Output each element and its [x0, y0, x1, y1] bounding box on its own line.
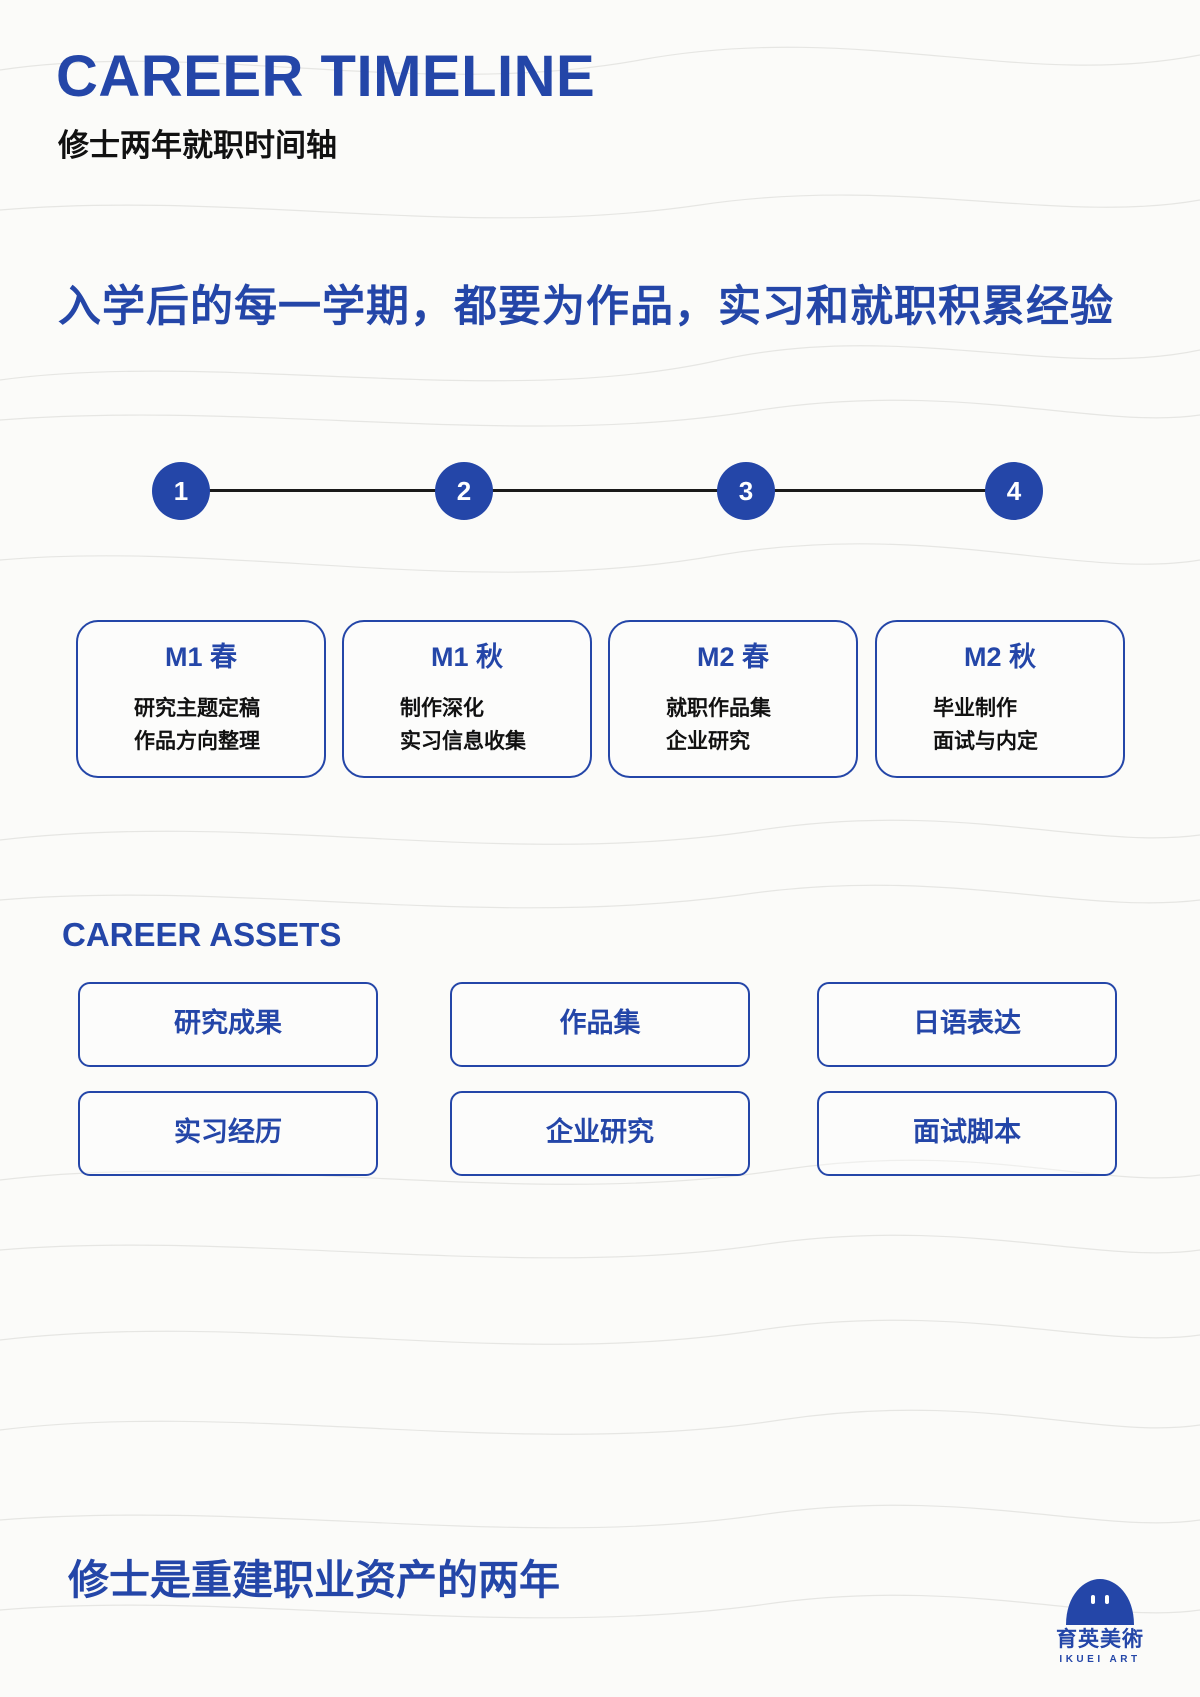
brand-logo: 育英美術 IKUEI ART: [1052, 1575, 1148, 1665]
phase-tasks: 制作深化 实习信息收集: [400, 692, 526, 758]
asset-interview-script: 面试脚本: [817, 1091, 1117, 1176]
phase-task: 面试与内定: [933, 729, 1038, 753]
phase-title: M2 秋: [963, 642, 1036, 672]
phase-task: 作品方向整理: [134, 729, 260, 753]
phase-tasks: 就职作品集 企业研究: [666, 692, 771, 758]
phase-title: M1 秋: [430, 642, 503, 672]
timeline-step-1: 1: [152, 462, 210, 520]
phase-task: 实习信息收集: [400, 729, 526, 753]
phase-task: 研究主题定稿: [134, 696, 260, 720]
asset-internship-experience: 实习经历: [78, 1091, 378, 1176]
footer-tagline: 修士是重建职业资产的两年: [68, 1556, 560, 1604]
headline: 入学后的每一学期，都要为作品，实习和就职积累经验: [58, 282, 1114, 332]
assets-heading: CAREER ASSETS: [62, 916, 342, 953]
logo-wordmark-cn: 育英美術: [1056, 1627, 1144, 1651]
timeline-line: [180, 489, 1014, 492]
phase-task: 企业研究: [666, 729, 750, 753]
phase-tasks: 毕业制作 面试与内定: [933, 692, 1038, 758]
page-title: CAREER TIMELINE: [56, 44, 596, 109]
phase-task: 制作深化: [400, 696, 484, 720]
timeline-step-4: 4: [985, 462, 1043, 520]
page-subtitle: 修士两年就职时间轴: [58, 128, 337, 164]
phase-card-m2-spring: M2 春 就职作品集 企业研究: [608, 620, 858, 778]
timeline-step-3: 3: [717, 462, 775, 520]
asset-research-results: 研究成果: [78, 982, 378, 1067]
asset-company-research: 企业研究: [450, 1091, 750, 1176]
phase-title: M1 春: [164, 642, 237, 672]
asset-japanese-expression: 日语表达: [817, 982, 1117, 1067]
phase-tasks: 研究主题定稿 作品方向整理: [134, 692, 260, 758]
phase-task: 毕业制作: [933, 696, 1017, 720]
phase-task: 就职作品集: [666, 696, 771, 720]
logo-wordmark-en: IKUEI ART: [1059, 1654, 1141, 1665]
phase-card-m2-autumn: M2 秋 毕业制作 面试与内定: [875, 620, 1125, 778]
asset-portfolio: 作品集: [450, 982, 750, 1067]
phase-title: M2 春: [696, 642, 769, 672]
mascot-icon: [1066, 1579, 1134, 1625]
phase-card-m1-autumn: M1 秋 制作深化 实习信息收集: [342, 620, 592, 778]
phase-card-m1-spring: M1 春 研究主题定稿 作品方向整理: [76, 620, 326, 778]
timeline-step-2: 2: [435, 462, 493, 520]
